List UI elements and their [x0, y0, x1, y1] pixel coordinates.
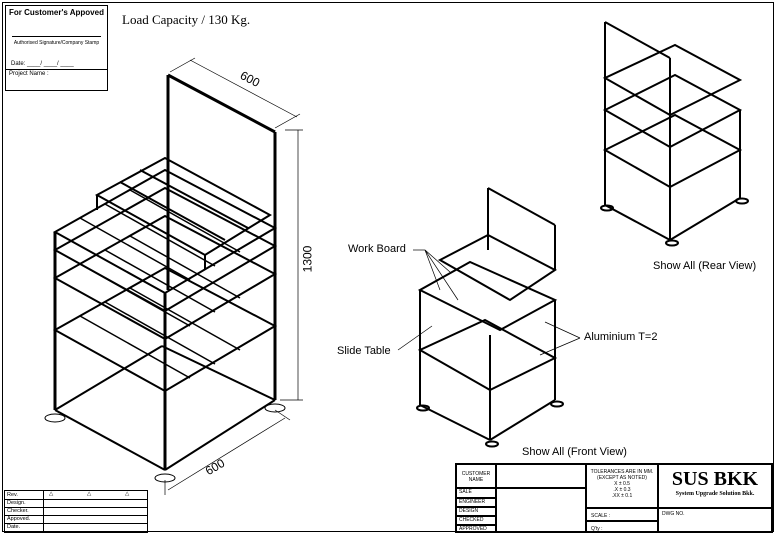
qty-cell: Q'ty : — [586, 521, 658, 533]
front-view-drawing — [416, 187, 564, 448]
scale-cell: SCALE : — [586, 508, 658, 521]
rear-view-caption: Show All (Rear View) — [653, 260, 757, 272]
design-cell: DESIGN — [456, 507, 496, 516]
project-name-label: Project Name : — [9, 71, 49, 77]
triangle-icon: △ — [125, 491, 130, 497]
date-label: Date: ____/ ____/ ____ — [11, 61, 74, 67]
company-name: SUS BKK — [671, 468, 759, 490]
signature-label: Authorised Signature/Company Stamp — [13, 40, 100, 46]
title-block: CUSTOMER NAME SALE ENGINEER DESIGN CHECK… — [455, 463, 773, 533]
revision-table: Rev. Design. Checker. Appoved. Date. △ △… — [4, 490, 148, 533]
design-row-label: Design. — [7, 500, 26, 506]
approved-row-label: Appoved. — [7, 516, 31, 522]
engineer-cell: ENGINEER — [456, 498, 496, 507]
main-frame-posts — [53, 75, 277, 470]
load-capacity-note: Load Capacity / 130 Kg. — [122, 12, 251, 27]
checked-cell: CHECKED — [456, 516, 496, 525]
company-subtitle: System Upgrade Solution Bkk. — [675, 491, 755, 497]
customer-approval-box: For Customer's Appoved Authorised Signat… — [5, 5, 108, 91]
company-cell: SUS BKK System Upgrade Solution Bkk. — [658, 464, 772, 508]
front-view-caption: Show All (Front View) — [522, 446, 627, 458]
approved-cell: APPROVED — [456, 525, 496, 533]
foot — [44, 413, 66, 423]
tolerance-cell: TOLERANCES ARE IN MM. (EXCEPT AS NOTED) … — [586, 464, 658, 508]
triangle-icon: △ — [49, 491, 54, 497]
aluminium-label: Aluminium T=2 — [584, 331, 658, 343]
rear-view-drawing — [600, 21, 749, 247]
checker-row-label: Checker. — [7, 508, 29, 514]
triangle-icon: △ — [87, 491, 92, 497]
rev-row-label: Rev. — [7, 492, 18, 498]
main-frame-base — [54, 345, 276, 471]
sale-cell: SALE — [456, 488, 496, 498]
approval-header: For Customer's Appoved — [9, 8, 104, 17]
customer-name-cell: CUSTOMER NAME — [456, 464, 496, 488]
dwg-no-cell: DWG NO. — [658, 508, 772, 533]
work-board-label: Work Board — [348, 243, 406, 255]
date-row-label: Date. — [7, 524, 21, 530]
slide-table-label: Slide Table — [337, 345, 391, 357]
foot — [264, 403, 286, 413]
dimension-height: 1300 — [300, 245, 315, 273]
